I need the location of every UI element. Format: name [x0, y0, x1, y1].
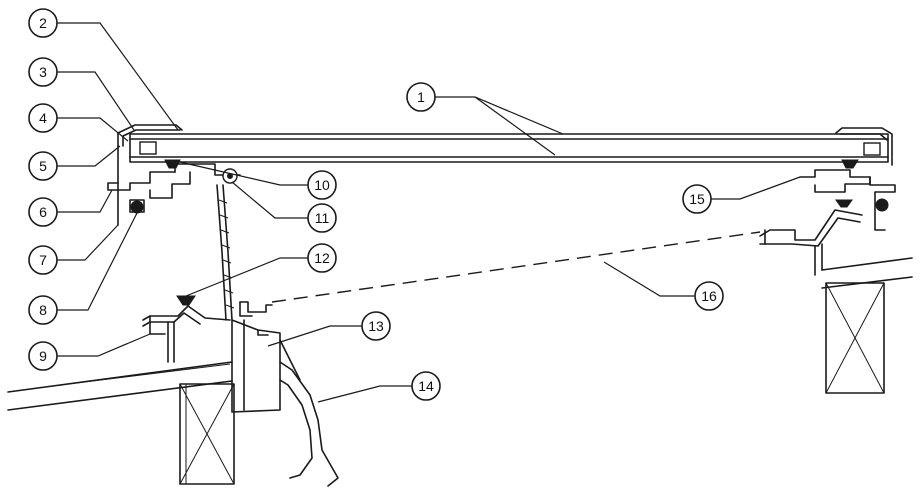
callout-6: 6: [28, 197, 58, 227]
callout-5: 5: [28, 151, 58, 181]
callout-3: 3: [28, 57, 58, 87]
callout-label: 1: [417, 89, 425, 105]
callout-1: 1: [406, 82, 436, 112]
callout-label: 15: [689, 191, 705, 207]
callout-7: 7: [28, 245, 58, 275]
callout-10: 10: [307, 170, 337, 200]
callout-9: 9: [28, 341, 58, 371]
callout-label: 6: [39, 204, 47, 220]
glazing-panel: [129, 133, 889, 163]
right-frame-profile: [799, 127, 896, 231]
right-rafter-section: [825, 282, 885, 394]
callout-label: 10: [314, 177, 330, 193]
callout-label: 7: [39, 252, 47, 268]
callout-16: 16: [694, 281, 724, 311]
callout-label: 4: [39, 110, 47, 126]
callout-label: 5: [39, 158, 47, 174]
callout-label: 12: [314, 250, 330, 266]
callout-12: 12: [307, 243, 337, 273]
callout-leaders: [57, 22, 801, 403]
callout-2: 2: [28, 8, 58, 38]
callout-label: 11: [315, 210, 330, 226]
left-frame-profile: [107, 124, 241, 226]
callout-14: 14: [411, 371, 441, 401]
left-rafter-section: [179, 383, 235, 485]
downpipe-outlet: [279, 361, 339, 487]
dashed-slope-line: [271, 231, 761, 303]
left-roof-slope: [7, 361, 233, 411]
right-lower-bracket: [759, 209, 863, 276]
callout-label: 14: [418, 378, 434, 394]
callout-4: 4: [28, 103, 58, 133]
callout-label: 13: [368, 318, 384, 334]
callout-15: 15: [682, 184, 712, 214]
callout-label: 8: [39, 302, 47, 318]
callout-label: 16: [701, 288, 717, 304]
left-gutter-box: [231, 319, 301, 413]
callout-label: 3: [39, 64, 47, 80]
left-bracket-and-rod: [142, 184, 273, 363]
callout-label: 9: [39, 348, 47, 364]
callout-8: 8: [28, 295, 58, 325]
callout-13: 13: [361, 311, 391, 341]
callout-11: 11: [307, 203, 337, 233]
callout-label: 2: [39, 15, 47, 31]
